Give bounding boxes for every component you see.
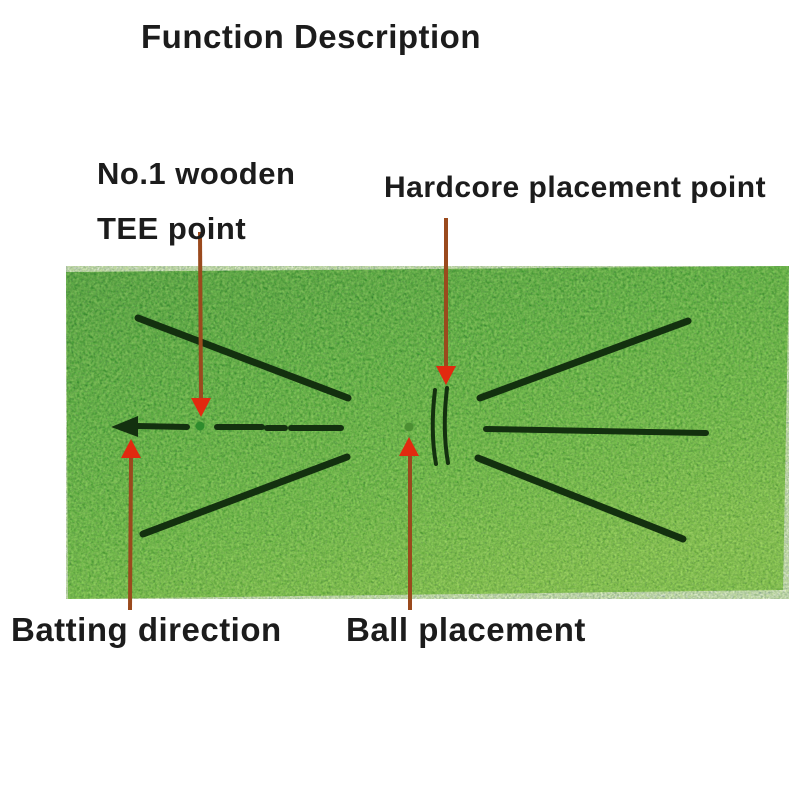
swing-path-lines xyxy=(134,314,709,543)
tee-point-label-line2: TEE point xyxy=(97,211,247,246)
batting-direction-line xyxy=(111,416,344,437)
swing-line-lower-left xyxy=(139,453,351,538)
hardcore-placement-label: Hardcore placement point xyxy=(384,171,767,204)
tee-point-label: No.1 wooden TEE point xyxy=(97,146,295,256)
ball-placement-dot xyxy=(404,422,414,432)
hardcore-placement-arrow xyxy=(436,218,456,385)
tee-point-arrow xyxy=(191,231,211,417)
swing-line-upper-right xyxy=(476,317,692,402)
page-title: Function Description xyxy=(141,18,481,55)
swing-line-right-horizontal xyxy=(483,426,709,436)
tee-point-dot xyxy=(195,421,205,431)
ball-placement-label: Ball placement xyxy=(346,611,586,648)
batting-direction-label: Batting direction xyxy=(11,611,282,648)
annotation-arrows xyxy=(121,218,456,611)
swing-line-lower-right xyxy=(474,454,687,543)
tee-point-label-line1: No.1 wooden xyxy=(97,156,296,191)
hardcore-placement-marks xyxy=(430,386,450,466)
swing-line-upper-left xyxy=(134,314,352,402)
ball-placement-arrow xyxy=(399,437,419,610)
batting-direction-arrow xyxy=(121,439,141,611)
